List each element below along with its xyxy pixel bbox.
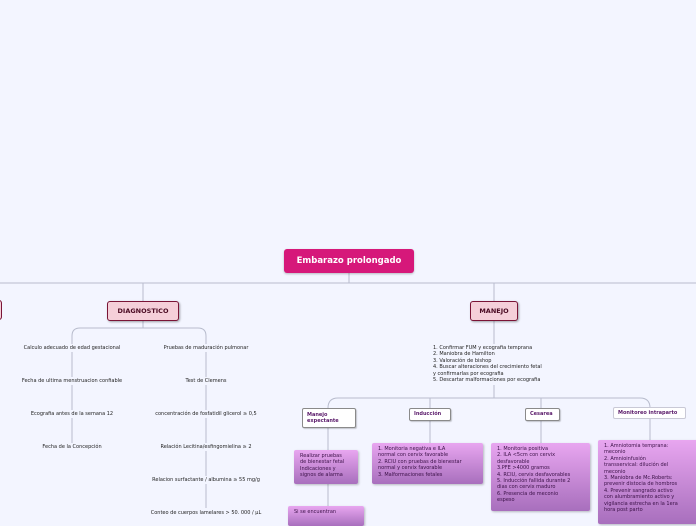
induccion-node[interactable]: Inducción xyxy=(409,408,451,421)
diag-item-fosfatidil[interactable]: concentración de fosfatidil glicerol ≥ 0… xyxy=(155,411,257,417)
expectante-detail-box-2[interactable]: Si se encuentran xyxy=(288,506,364,526)
diag-item-edad-gestacional[interactable]: Calculo adecuado de edad gestacional xyxy=(23,345,121,351)
diag-item-clemens[interactable]: Test de Clemens xyxy=(185,378,227,384)
cesarea-detail-box[interactable]: 1. Monitoria positiva 2. ILA <5cm con ce… xyxy=(491,443,590,511)
diag-item-cuerpos-lamelares[interactable]: Conteo de cuerpos lamelares > 50. 000 / … xyxy=(150,510,262,516)
diagnostico-label: DIAGNOSTICO xyxy=(117,307,169,315)
monitoreo-detail-box[interactable]: 1. Amniotomia temprana: meconio 2. Amnio… xyxy=(598,440,696,524)
monitoreo-intraparto-node[interactable]: Monitoreo intraparto xyxy=(613,407,686,419)
diag-pruebas-maduracion[interactable]: Pruebas de maduración pulmonar xyxy=(163,345,249,351)
manejo-node[interactable]: MANEJO xyxy=(470,301,518,321)
diag-item-concepcion[interactable]: Fecha de la Concepción xyxy=(42,444,102,450)
manejo-steps-text[interactable]: 1. Confirmar FUM y ecografia temprana 2.… xyxy=(433,345,542,384)
manejo-label: MANEJO xyxy=(479,307,509,315)
induccion-detail-box[interactable]: 1. Monitoria negativa e ILA normal con c… xyxy=(372,443,483,484)
diagnostico-node[interactable]: DIAGNOSTICO xyxy=(107,301,179,321)
manejo-expectante-node[interactable]: Manejo expectante xyxy=(302,408,356,428)
diag-item-fum[interactable]: Fecha de ultima menstruacion confiable xyxy=(21,378,123,384)
cesarea-node[interactable]: Cesarea xyxy=(525,408,560,421)
root-label: Embarazo prolongado xyxy=(296,256,402,266)
diag-item-surfactante[interactable]: Relacion surfactante / albumina ≥ 55 mg/… xyxy=(152,477,260,483)
diag-item-ecografia[interactable]: Ecografia antes de la semana 12 xyxy=(30,411,114,417)
offscreen-left-branch-node[interactable] xyxy=(0,300,2,320)
diag-item-lecitina[interactable]: Relación Lecitina/esfingomielina ≥ 2 xyxy=(160,444,252,450)
root-node-embarazo-prolongado[interactable]: Embarazo prolongado xyxy=(284,249,414,273)
expectante-detail-box[interactable]: Realizar pruebas de bienestar fetal Indi… xyxy=(294,450,358,484)
